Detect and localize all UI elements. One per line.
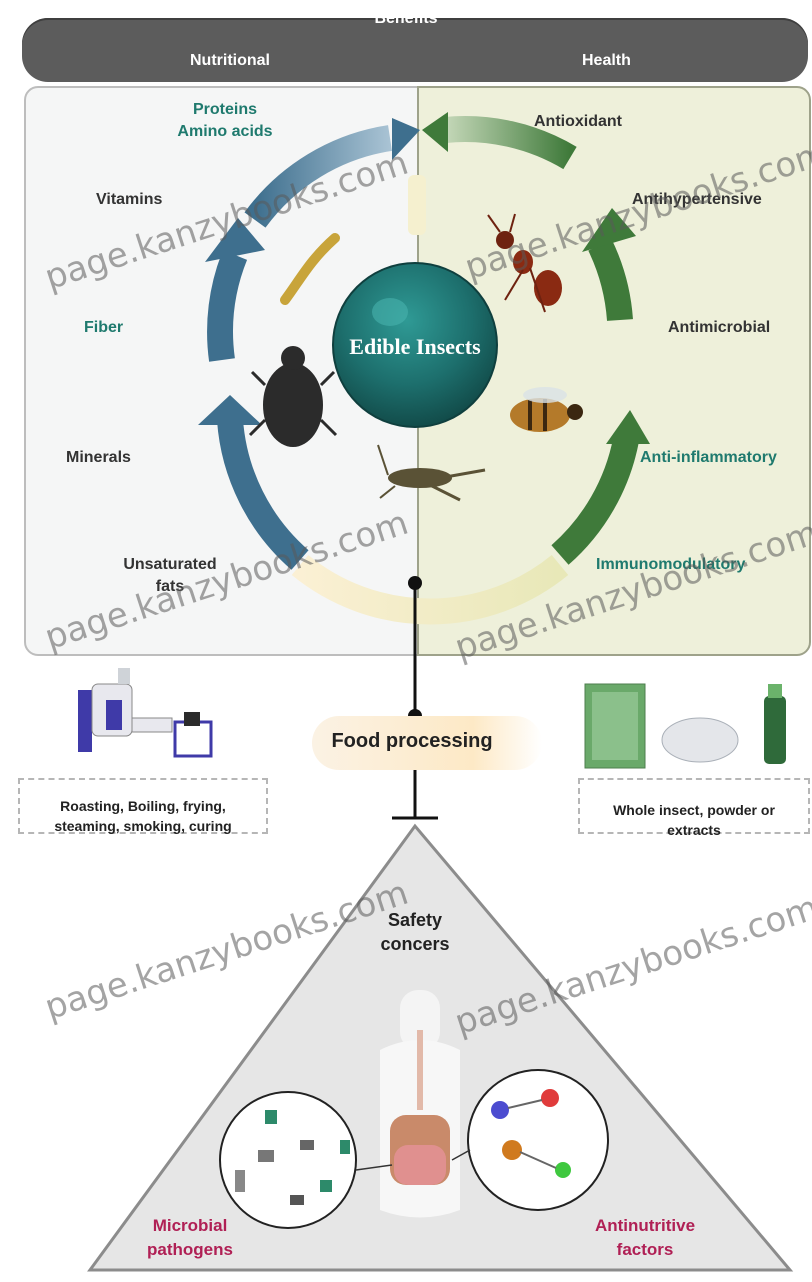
products-line2: extracts bbox=[667, 822, 721, 838]
health-arc-lower bbox=[551, 437, 639, 565]
nutritional-arrowhead-lower bbox=[198, 395, 262, 425]
health-arc-upper bbox=[443, 116, 577, 170]
label-proteins: Proteins bbox=[192, 101, 257, 118]
top-connector bbox=[408, 175, 426, 235]
connector-dot-top bbox=[408, 576, 422, 590]
antinutritive-label-line1: Antinutritive bbox=[594, 1216, 696, 1235]
products-line1: Whole insect, powder or bbox=[613, 802, 775, 818]
nutritional-arrowhead-upper bbox=[392, 118, 420, 160]
health-heading: Health bbox=[582, 52, 631, 69]
beetle-icon bbox=[248, 346, 338, 447]
microbe-circle bbox=[219, 1091, 357, 1229]
ant-icon bbox=[487, 213, 562, 313]
edible-insects-label: Edible Insects bbox=[349, 334, 481, 359]
antinutritive-label-line2: factors bbox=[616, 1240, 674, 1259]
label-antioxidant: Antioxidant bbox=[534, 113, 622, 130]
label-immunomodulatory: Immunomodulatory bbox=[596, 556, 746, 573]
label-vitamins: Vitamins bbox=[96, 191, 163, 208]
health-arrowhead-mid bbox=[582, 208, 636, 252]
label-amino-acids: Amino acids bbox=[177, 123, 273, 140]
benefits-title: Benefits bbox=[374, 10, 438, 27]
methods-line2: steaming, smoking, curing bbox=[54, 818, 232, 834]
cricket-icon bbox=[377, 444, 486, 502]
microbes-icon bbox=[235, 1110, 350, 1205]
body-icon bbox=[380, 990, 460, 1218]
label-fiber: Fiber bbox=[84, 319, 124, 336]
label-antimicrobial: Antimicrobial bbox=[668, 319, 771, 336]
label-minerals: Minerals bbox=[66, 449, 131, 466]
molecules-icon bbox=[491, 1089, 571, 1178]
label-unsaturated: Unsaturated bbox=[123, 556, 217, 573]
nutritional-arc-lower bbox=[217, 418, 309, 570]
safety-title-line1: Safety bbox=[387, 910, 443, 930]
bottom-arc bbox=[291, 554, 569, 625]
label-anti-inflammatory: Anti-inflammatory bbox=[640, 449, 777, 466]
nutritional-heading: Nutritional bbox=[190, 52, 270, 69]
health-arc-mid bbox=[588, 239, 633, 322]
nutritional-arrowhead-mid bbox=[205, 218, 265, 262]
processing-methods-box bbox=[18, 778, 268, 834]
health-arrowhead-upper bbox=[422, 112, 448, 152]
product-forms-box bbox=[578, 778, 810, 834]
microbial-label-line2: pathogens bbox=[147, 1240, 233, 1259]
edible-insects-sphere bbox=[332, 262, 498, 428]
mealworm-icon bbox=[280, 233, 340, 305]
antinutritive-pointer bbox=[451, 1149, 471, 1161]
label-fats: fats bbox=[155, 578, 185, 595]
processing-equipment-icon bbox=[78, 668, 213, 758]
food-processing-pill bbox=[312, 716, 542, 770]
label-antihypertensive: Antihypertensive bbox=[632, 191, 762, 208]
food-processing-label: Food processing bbox=[331, 730, 493, 752]
nutritional-arc-mid bbox=[207, 250, 248, 362]
health-arrowhead-lower bbox=[606, 410, 650, 444]
microbe-pointer bbox=[355, 1164, 393, 1171]
nutritional-arc-upper bbox=[244, 125, 393, 228]
benefits-header bbox=[22, 18, 808, 82]
safety-title-line2: concers bbox=[380, 934, 450, 954]
antinutritive-circle bbox=[467, 1069, 609, 1211]
products-icon bbox=[584, 683, 786, 769]
methods-line1: Roasting, Boiling, frying, bbox=[60, 798, 226, 814]
bee-icon bbox=[510, 387, 583, 432]
sphere-highlight bbox=[372, 298, 408, 326]
microbial-label-line1: Microbial bbox=[152, 1216, 228, 1235]
